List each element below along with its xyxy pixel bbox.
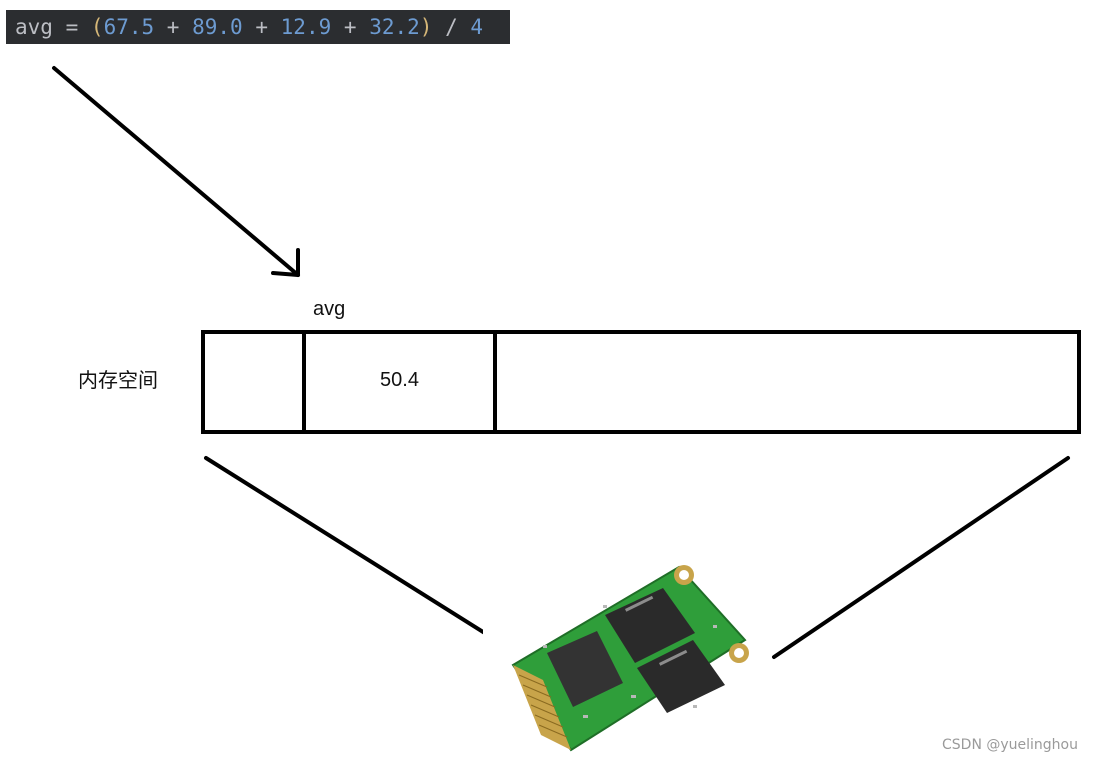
code-equals: =	[65, 15, 79, 39]
memory-cell-avg: 50.4	[306, 334, 497, 430]
code-divisor: 4	[470, 15, 484, 39]
cell-value: 50.4	[380, 369, 419, 391]
watermark: CSDN @yuelinghou	[942, 737, 1078, 753]
zoom-line-right	[772, 456, 1070, 659]
memory-label: 内存空间	[78, 368, 158, 392]
code-plus: +	[255, 15, 268, 39]
code-open-paren: (	[90, 15, 104, 39]
zoom-line-left	[204, 456, 509, 649]
code-plus: +	[343, 15, 357, 39]
memory-module-image	[483, 545, 759, 763]
code-number: 89.0	[192, 15, 243, 39]
memory-cell-empty	[205, 334, 306, 430]
code-divide: /	[445, 15, 458, 39]
variable-label: avg	[313, 298, 346, 320]
memory-cell-empty	[497, 334, 1077, 430]
code-var: avg	[15, 15, 53, 39]
arrow-down-icon	[52, 66, 300, 277]
code-plus: +	[166, 15, 180, 39]
code-number: 32.2	[369, 15, 420, 39]
memory-space: 50.4	[201, 330, 1081, 434]
code-line: avg = (67.5 + 89.0 + 12.9 + 32.2) / 4	[6, 10, 510, 44]
code-close-paren: )	[419, 15, 433, 39]
code-number: 67.5	[103, 15, 155, 39]
code-number: 12.9	[280, 15, 332, 39]
